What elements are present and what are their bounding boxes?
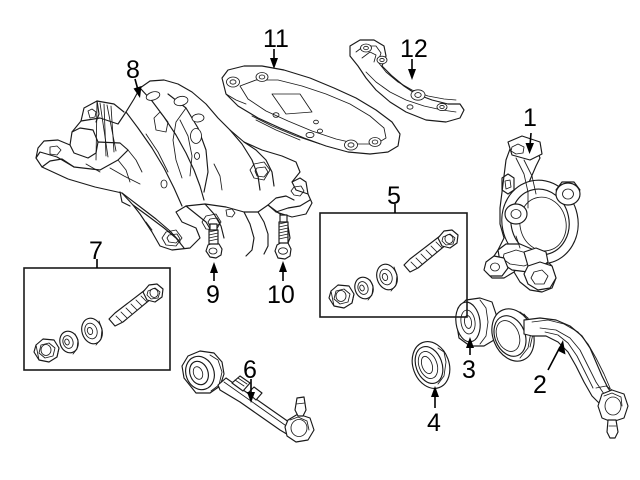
callout-label-5: 5 (387, 182, 401, 210)
part-reinforcement-panel (221, 65, 401, 155)
callout-label-9: 9 (206, 281, 220, 309)
callout-label-7: 7 (89, 237, 103, 265)
callout-label-10: 10 (267, 281, 295, 309)
part-mounting-bolt-short (205, 223, 223, 259)
callout-label-3: 3 (462, 356, 476, 384)
callout-box-7 (23, 267, 171, 371)
callout-label-1: 1 (523, 104, 537, 132)
callout-box-5 (319, 212, 468, 318)
callout-label-6: 6 (243, 356, 257, 384)
callout-label-4: 4 (427, 409, 441, 437)
callout-label-12: 12 (400, 35, 428, 63)
part-mounting-bolt-long (274, 214, 292, 260)
callout-leaders (96, 49, 566, 408)
callout-label-11: 11 (263, 25, 289, 53)
part-lower-control-arm (491, 308, 629, 439)
part-bushing-ring (411, 341, 451, 389)
part-diagonal-brace-strut (349, 39, 465, 123)
callout-label-2: 2 (533, 371, 547, 399)
part-steering-knuckle (483, 135, 581, 293)
part-engine-cradle-crossmember (35, 79, 313, 257)
part-control-arm-bushing (455, 297, 499, 347)
part-tension-strut-tie-rod (181, 350, 315, 443)
callout-label-8: 8 (126, 56, 140, 84)
